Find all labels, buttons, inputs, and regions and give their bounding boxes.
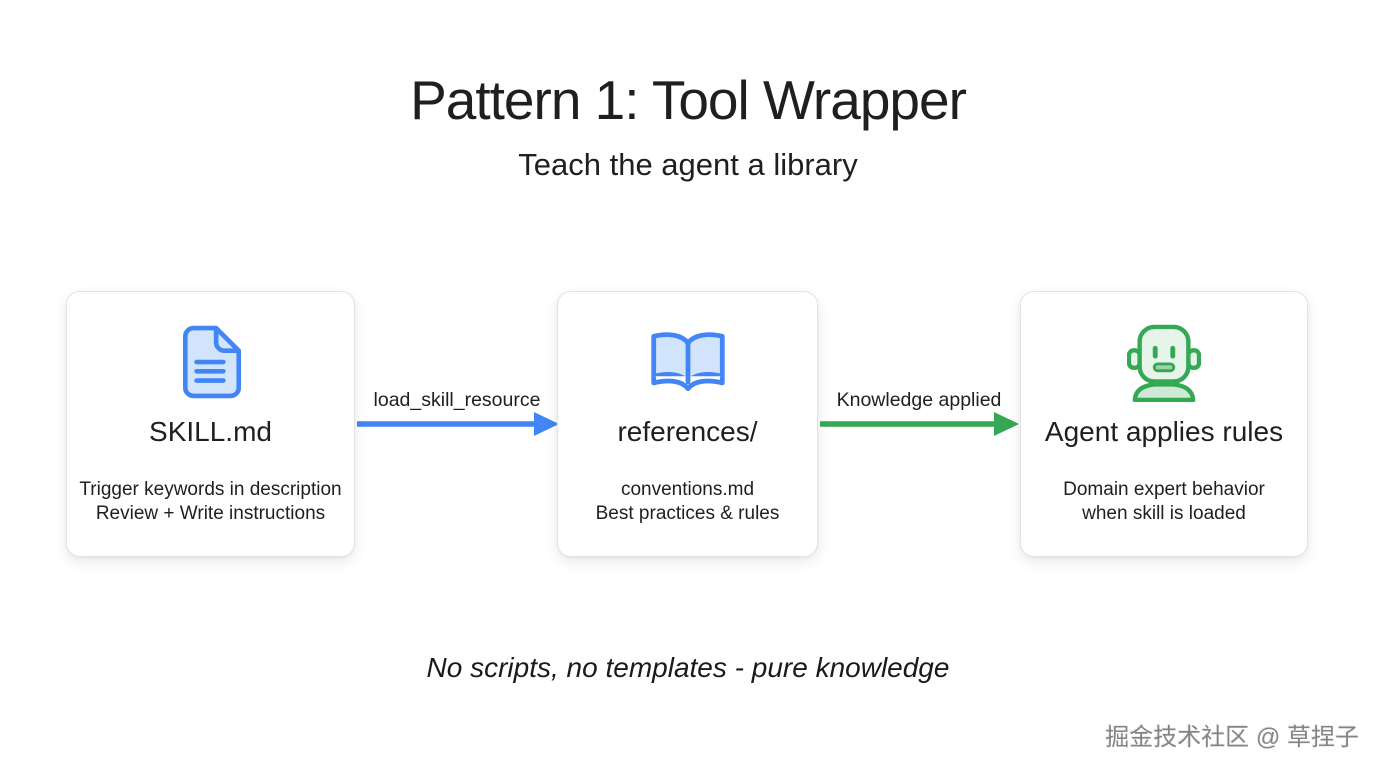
- node-description-line: Trigger keywords in description: [79, 479, 342, 500]
- arrow-knowledge-applied: [820, 412, 1019, 436]
- document-icon: [180, 323, 242, 401]
- node-agent: Agent applies rules Domain expert behavi…: [1020, 291, 1308, 557]
- node-description: conventions.md Best practices & rules: [596, 478, 780, 526]
- node-description-line: Best practices & rules: [595, 503, 780, 524]
- node-title: references/: [617, 416, 758, 447]
- edge-label-load-skill-resource: load_skill_resource: [373, 389, 541, 411]
- node-description: Domain expert behavior when skill is loa…: [1063, 478, 1265, 526]
- node-description-line: Review + Write instructions: [95, 503, 326, 524]
- node-description: Trigger keywords in description Review +…: [79, 478, 341, 526]
- slide-title: Pattern 1: Tool Wrapper: [410, 69, 967, 131]
- watermark: 掘金技术社区 @ 草捏子: [1105, 724, 1359, 751]
- node-description-line: Domain expert behavior: [1063, 479, 1265, 500]
- book-icon: [648, 323, 728, 401]
- node-references: references/ conventions.md Best practice…: [557, 291, 818, 557]
- robot-icon: [1127, 323, 1201, 402]
- slide-subtitle: Teach the agent a library: [518, 147, 858, 182]
- node-title: Agent applies rules: [1044, 416, 1284, 447]
- node-skill-md: SKILL.md Trigger keywords in description…: [66, 291, 355, 557]
- node-description-line: when skill is loaded: [1082, 503, 1246, 524]
- edge-label-knowledge-applied: Knowledge applied: [836, 389, 1002, 411]
- node-title: SKILL.md: [149, 416, 272, 447]
- footnote: No scripts, no templates - pure knowledg…: [426, 652, 950, 683]
- node-description-line: conventions.md: [620, 479, 755, 500]
- arrow-load-skill-resource: [357, 412, 559, 436]
